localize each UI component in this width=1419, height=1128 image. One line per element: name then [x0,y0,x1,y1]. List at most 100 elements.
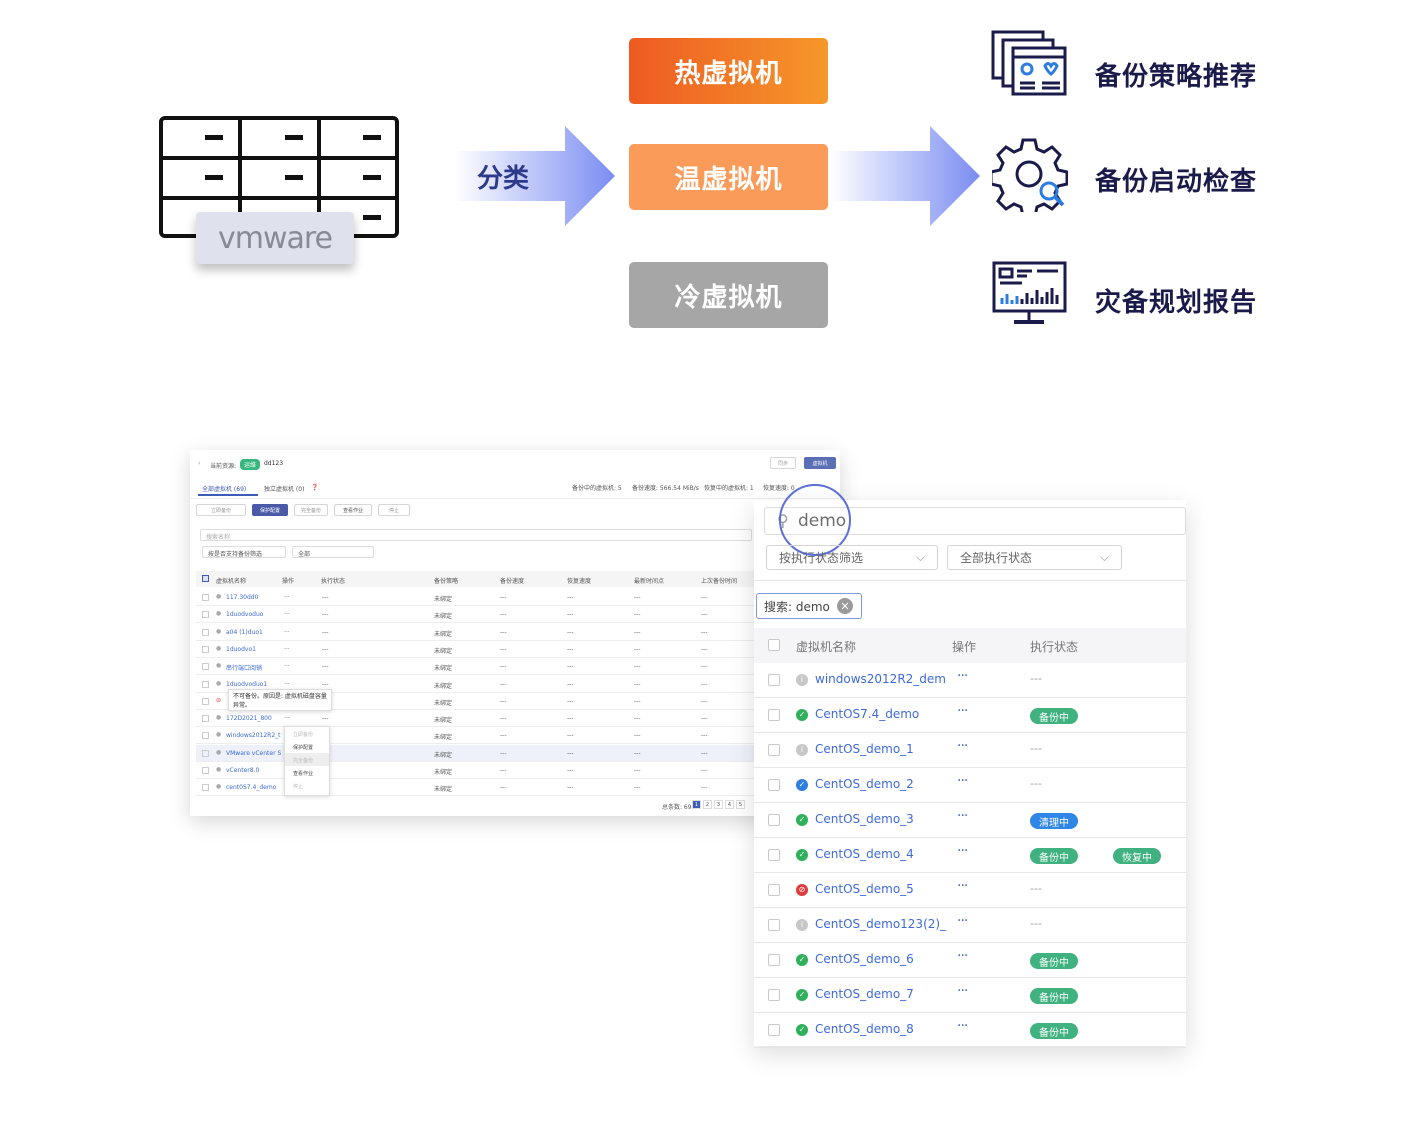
row-checkbox[interactable] [768,884,780,896]
page-button[interactable]: 2 [703,800,712,809]
vm-name-link[interactable]: CentOS7.4_demo [815,707,920,721]
search-chip[interactable]: 搜索: demo ✕ [756,593,862,619]
vm-name-link[interactable]: vCenter8.0 [226,767,260,774]
more-actions[interactable]: ··· [957,913,968,929]
view-jobs-button[interactable]: 查看作业 [334,504,372,516]
menu-item[interactable]: 保护配置 [293,745,314,751]
row-checkbox[interactable] [768,744,780,756]
tab-standalone-vms[interactable]: 独立虚拟机 (0) [264,486,305,493]
row-checkbox[interactable] [202,749,209,757]
table-row[interactable]: ✓CentOS_demo_2···--- [754,768,1186,803]
row-checkbox[interactable] [202,732,209,740]
row-checkbox[interactable] [768,779,780,791]
more-actions[interactable]: ··· [284,611,290,619]
more-actions[interactable]: ··· [284,628,290,636]
row-checkbox[interactable] [202,645,209,653]
vm-name-link[interactable]: VMware vCenter S [226,749,282,757]
row-checkbox[interactable] [202,784,209,792]
row-checkbox[interactable] [202,611,209,619]
clear-icon[interactable]: ✕ [837,598,853,614]
table-row[interactable]: ●vCenter8.0···---未绑定------------ [196,762,836,779]
vm-name-link[interactable]: CentOS_demo_1 [815,742,914,756]
menu-item[interactable]: 停止 [293,784,304,790]
vm-name-link[interactable]: CentOS_demo123(2)_ [815,917,947,931]
backup-now-button[interactable]: 立即备份 [196,504,246,516]
row-checkbox[interactable] [202,697,209,705]
stop-button[interactable]: 停止 [378,504,410,516]
more-actions[interactable]: ··· [957,983,968,999]
table-row[interactable]: ●1duodvoduo1···---未绑定------------ [196,676,836,693]
vm-name-link[interactable]: CentOS_demo_8 [815,1022,914,1036]
row-checkbox[interactable] [768,709,780,721]
search-input[interactable]: 搜索名称 [200,529,752,541]
row-checkbox[interactable] [202,715,209,723]
vm-name-link[interactable]: 1duodvo1 [226,645,256,653]
more-actions[interactable]: ··· [957,738,968,754]
vm-name-link[interactable]: windows2012R2_t [226,732,281,740]
table-row[interactable]: ●1duodvo1···---未绑定------------ [196,641,836,658]
vm-name-link[interactable]: 172D2021_800 [226,715,272,723]
row-checkbox[interactable] [202,680,209,688]
page-button[interactable]: 4 [725,800,734,809]
menu-item[interactable]: 完全备份 [285,753,329,766]
vm-name-link[interactable]: 117.30dd0 [226,594,259,601]
more-actions[interactable]: ··· [284,663,290,671]
table-row[interactable]: ✓CentOS_demo_3···清理中 [754,803,1186,838]
vm-button[interactable]: 虚拟机 [804,457,836,469]
table-row[interactable]: ●172D2021_800···---未绑定------------ [196,710,836,728]
all-exec-status-select[interactable]: 全部执行状态 ⌵ [947,545,1122,570]
more-actions[interactable]: ··· [957,878,968,894]
row-checkbox[interactable] [768,954,780,966]
vm-name-link[interactable]: CentOS_demo_5 [815,882,914,896]
table-row[interactable]: ✓CentOS_demo_6···备份中 [754,943,1186,978]
row-checkbox[interactable] [768,989,780,1001]
full-backup-button[interactable]: 完全备份 [294,504,328,516]
table-row[interactable]: ✓CentOS7.4_demo···备份中 [754,698,1186,733]
table-row[interactable]: ✓CentOS_demo_8···备份中 [754,1013,1186,1048]
row-checkbox[interactable] [768,814,780,826]
select-all-checkbox[interactable] [202,575,209,582]
vm-name-link[interactable]: CentOS_demo_7 [815,987,914,1001]
vm-name-link[interactable]: CentOS_demo_3 [815,812,914,826]
page-button[interactable]: 5 [736,800,745,809]
protect-config-button[interactable]: 保护配置 [252,504,288,516]
more-actions[interactable]: ··· [957,1018,968,1034]
page-button[interactable]: 3 [714,800,723,809]
row-checkbox[interactable] [768,1024,780,1036]
vm-name-link[interactable]: CentOS_demo_6 [815,952,914,966]
more-actions[interactable]: ··· [957,668,968,684]
more-actions[interactable]: ··· [957,843,968,859]
vm-name-link[interactable]: windows2012R2_dem [815,672,946,686]
row-checkbox[interactable] [768,849,780,861]
vm-name-link[interactable]: CentOS_demo_2 [815,777,914,791]
sync-button[interactable]: 同步 [770,457,796,469]
more-actions[interactable]: ··· [284,680,290,688]
row-checkbox[interactable] [202,663,209,671]
vm-name-link[interactable]: 1duodvoduo1 [226,680,268,688]
all-select[interactable]: 全部 [292,546,374,558]
table-row[interactable]: ●117.30dd0···---未绑定------------ [196,589,836,606]
page-button[interactable]: 1 [692,800,701,809]
table-row[interactable]: ✓CentOS_demo_4···备份中恢复中 [754,838,1186,873]
row-checkbox[interactable] [202,594,209,601]
more-actions[interactable]: ··· [284,594,290,601]
menu-item[interactable]: 查看作业 [293,771,314,777]
table-row[interactable]: ●串行端口阅销···---未绑定------------ [196,658,836,676]
tab-all-vms[interactable]: 全部虚拟机 (69) [202,486,247,493]
more-actions[interactable]: ··· [957,703,968,719]
row-checkbox[interactable] [768,919,780,931]
more-actions[interactable]: ··· [284,645,290,653]
table-row[interactable]: ✓CentOS_demo_7···备份中 [754,978,1186,1013]
row-checkbox[interactable] [202,767,209,774]
more-actions[interactable]: ··· [284,715,290,723]
select-all-checkbox[interactable] [768,639,780,651]
more-actions[interactable]: ··· [957,808,968,824]
backup-support-select[interactable]: 按是否支持备份筛选 [202,546,286,558]
row-checkbox[interactable] [202,628,209,636]
vm-name-link[interactable]: 1duodvoduo [226,611,264,619]
back-icon[interactable]: ‹ [198,460,201,467]
vm-name-link[interactable]: cent0S7.4_demo [226,784,277,792]
